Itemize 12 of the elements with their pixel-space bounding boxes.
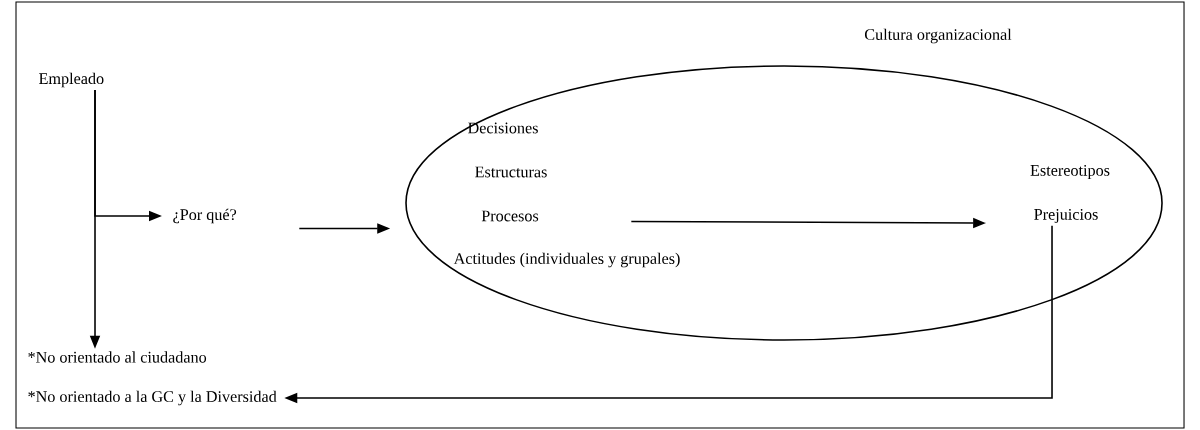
text-label: Actitudes (individuales y grupales) — [453, 252, 680, 268]
text-label: *No orientado al ciudadano — [28, 351, 207, 363]
text-label: Decisiones — [468, 122, 538, 134]
text-label: Empleado — [39, 72, 104, 88]
ellipse — [405, 28, 1163, 341]
text-label: Prejuicios — [1034, 208, 1098, 224]
text-label: ¿Por qué? — [173, 208, 237, 224]
text-label: Estructuras — [475, 166, 547, 178]
text-label: Procesos — [481, 210, 539, 222]
text-label: *No orientado a la GC y la Diversidad — [28, 390, 277, 406]
text-label: Estereotipos — [1030, 164, 1110, 180]
text-label: Cultura organizacional — [865, 28, 1012, 44]
